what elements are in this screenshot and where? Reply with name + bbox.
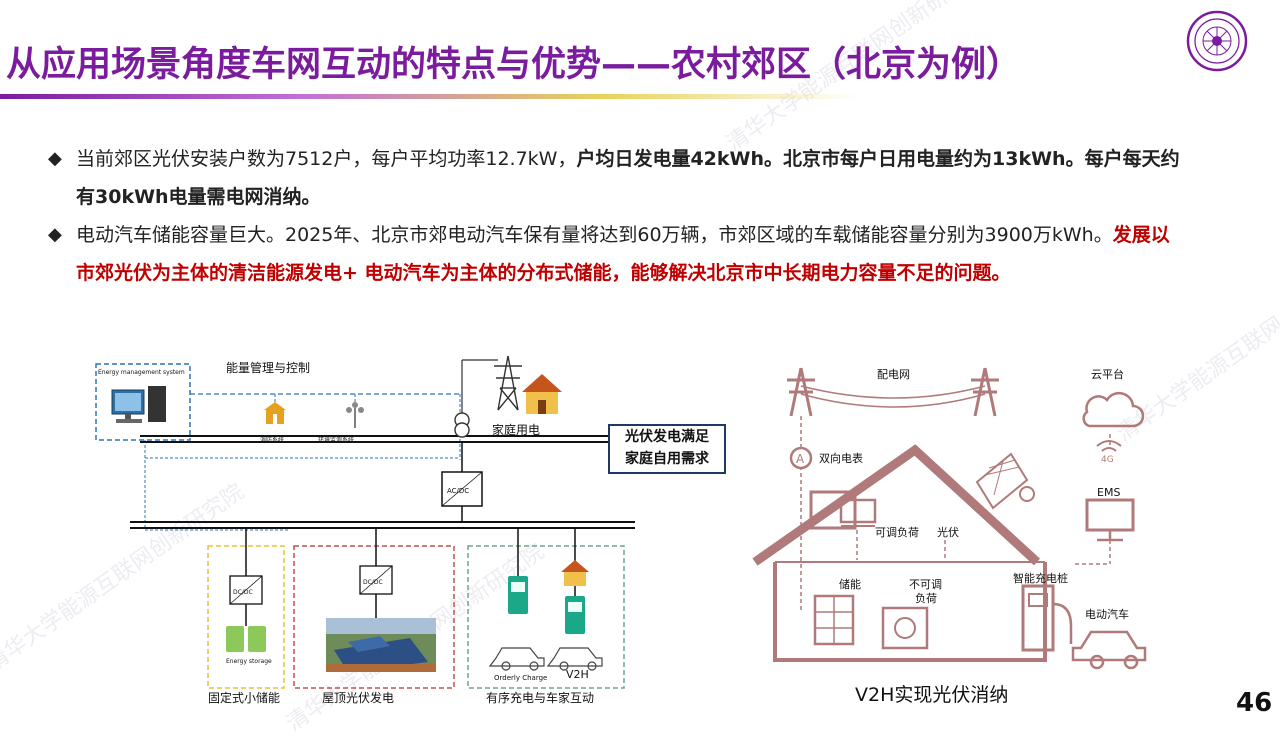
house-icon [561, 560, 589, 586]
university-seal-logo [1186, 10, 1248, 72]
acdc-label: AC/DC [447, 487, 469, 495]
group-charging-v2h [467, 545, 625, 689]
transmission-tower-icon [971, 367, 999, 417]
weather-station-icon [346, 402, 364, 428]
bullet-list: ◆ 当前郊区光伏安装户数为7512户，每户平均功率12.7kW，户均日发电量42… [48, 140, 1188, 292]
bullet-text: 当前郊区光伏安装户数为7512户，每户平均功率12.7kW， [76, 148, 577, 170]
ev-label: 电动汽车 [1085, 607, 1129, 621]
storage-label: 储能 [839, 577, 861, 591]
bullet-text-bold: 户均日发电量42kWh。北京市每户日用电量约为13kWh。每户每天约有30kWh… [76, 148, 1180, 208]
fire-system-label: 消防系统 [260, 436, 284, 444]
dcdc-label-1: DC/DC [233, 589, 253, 596]
energy-mgmt-label: 能量管理与控制 [226, 360, 310, 375]
transmission-tower-icon [494, 355, 522, 411]
dcdc-label-2: DC/DC [363, 579, 383, 586]
adjustable-load-label: 可调负荷 [875, 525, 919, 539]
bidir-meter-label: 双向电表 [819, 451, 863, 465]
rooftop-pv-photo [326, 618, 436, 672]
charging-station-icon [508, 576, 585, 634]
home-energy-system-diagram: Energy management system 能量管理与控制 消防系统 环境… [95, 355, 635, 705]
ems-box-label: Energy management system [98, 369, 185, 376]
bullet-item: ◆ 当前郊区光伏安装户数为7512户，每户平均功率12.7kW，户均日发电量42… [48, 140, 1188, 216]
v2h-label: V2H [566, 668, 589, 681]
non-adjustable-label-1: 不可调 [909, 578, 942, 591]
callout-line-2: 家庭自用需求 [625, 451, 709, 467]
env-monitor-label: 环境监测系统 [318, 436, 354, 444]
group-3-label: 有序充电与车家互动 [486, 690, 594, 705]
v2h-house-diagram: A 配电网 双向电表 可调负荷 光伏 储能 不可调 负荷 智能充电桩 电动汽车 … [752, 367, 1147, 670]
page-number: 46 [1236, 688, 1273, 718]
non-adjustable-label-2: 负荷 [915, 591, 937, 605]
meter-symbol: A [796, 452, 805, 466]
household-power-label: 家庭用电 [492, 422, 540, 437]
orderly-charge-label: Orderly Charge [494, 674, 547, 682]
group-fixed-storage [207, 545, 285, 689]
bullet-marker: ◆ [48, 224, 62, 245]
bullet-marker: ◆ [48, 148, 62, 169]
smart-charger-label: 智能充电桩 [1013, 571, 1068, 585]
group-2-label: 屋顶光伏发电 [322, 690, 394, 705]
group-1-label: 固定式小储能 [208, 690, 280, 705]
transmission-tower-icon [787, 367, 815, 417]
house-icon [522, 374, 562, 414]
ems-label: EMS [1097, 486, 1120, 499]
computer-icon [111, 386, 166, 423]
title-underline [0, 94, 860, 99]
grid-label: 配电网 [877, 368, 910, 381]
pv-label: 光伏 [937, 525, 959, 539]
bullet-text: 电动汽车储能容量巨大。2025年、北京市郊电动汽车保有量将达到60万辆，市郊区域… [76, 224, 1113, 246]
signal-label: 4G [1101, 455, 1114, 465]
solar-panel-icon [975, 452, 1029, 510]
figure-caption: V2H实现光伏消纳 [855, 684, 1009, 706]
car-icon [488, 647, 603, 671]
fire-system-icon [264, 402, 286, 424]
cloud-label: 云平台 [1091, 367, 1124, 381]
bullet-item: ◆ 电动汽车储能容量巨大。2025年、北京市郊电动汽车保有量将达到60万辆，市郊… [48, 216, 1188, 292]
bidirectional-meter-icon [789, 446, 813, 470]
pv-self-use-callout: 光伏发电满足 家庭自用需求 [608, 424, 726, 474]
battery-icon [226, 626, 266, 652]
ems-box [95, 363, 191, 441]
group-rooftop-pv [293, 545, 455, 689]
callout-line-1: 光伏发电满足 [625, 429, 709, 445]
energy-storage-label: Energy storage [226, 658, 272, 665]
bullet-text-emphasis: 发展以市郊光伏为主体的清洁能源发电+ 电动汽车为主体的分布式储能，能够解决北京市… [76, 224, 1170, 284]
slide-title: 从应用场景角度车网互动的特点与优势——农村郊区（北京为例） [6, 45, 1022, 85]
